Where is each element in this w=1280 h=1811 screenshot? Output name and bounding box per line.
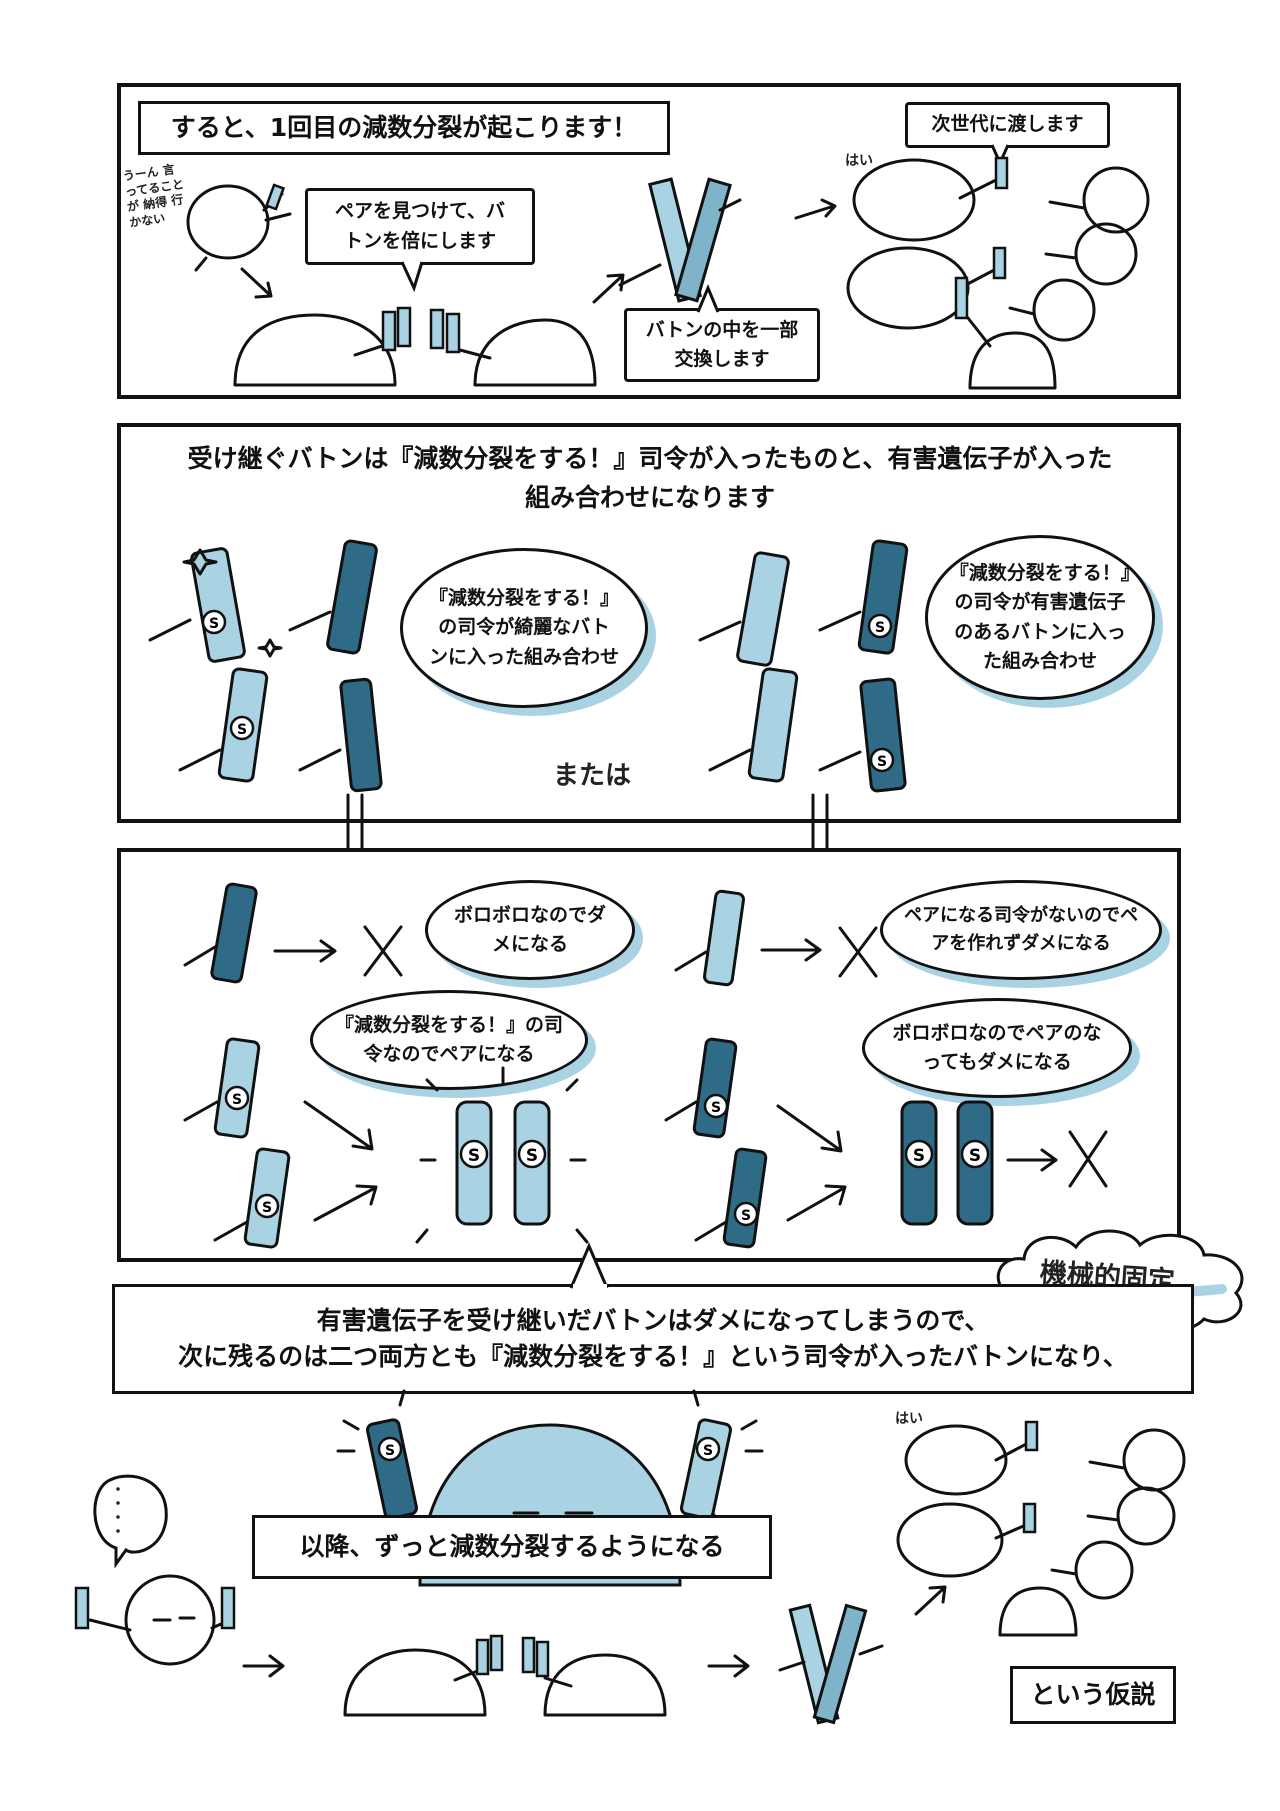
pairing-characters-bottom-icon — [343, 1634, 667, 1717]
exchange-bubble-tail — [696, 284, 720, 313]
thinking-character-icon — [74, 1474, 236, 1666]
svg-text:S: S — [526, 1146, 538, 1166]
dotted-pair-characters-icon — [233, 306, 597, 387]
harmful-baton-bubble: 『減数分裂をする！』の司令が有害遺伝子のあるバトンに入った組み合わせ — [925, 535, 1155, 700]
unpaired-baton-fail-icon — [674, 889, 878, 987]
pair-bubble: ペアを見つけて、バトンを倍にします — [305, 188, 535, 265]
arrow-up-right-icon — [592, 273, 625, 304]
panel2-heading: 受け継ぐバトンは『減数分裂をする！』司令が入ったものと、有害遺伝子が入った組み合… — [187, 444, 1113, 512]
ragged-fail-bubble: ボロボロなのでダメになる — [425, 880, 635, 980]
handover-characters-bottom-icon — [896, 1420, 1186, 1637]
svg-text:S: S — [237, 722, 247, 738]
clean-baton-bubble: 『減数分裂をする！』の司令が綺麗なバトンに入った組み合わせ — [400, 548, 648, 708]
svg-text:S: S — [741, 1208, 751, 1224]
next-gen-bubble: 次世代に渡します — [905, 102, 1110, 148]
caption-tail — [569, 1242, 609, 1292]
hypothesis-label: という仮説 — [1010, 1666, 1176, 1724]
after-meiosis-label: 以降、ずっと減数分裂するようになる — [252, 1515, 772, 1579]
arrow-down-right-icon — [240, 267, 273, 299]
clean-batons-group-icon: S S — [148, 539, 383, 793]
summary-caption: 有害遺伝子を受け継いだバトンはダメになってしまうので、 次に残るのは二つ両方とも… — [112, 1284, 1194, 1394]
handover-characters-icon — [846, 156, 1150, 390]
exchange-bubble: バトンの中を一部交換します — [624, 308, 820, 382]
arrow-right-bottom-1-icon — [242, 1654, 285, 1678]
summary-caption-line2: 次に残るのは二つ両方とも『減数分裂をする！』という司令が入ったバトンになり、 — [178, 1342, 1128, 1371]
hai-note-top: はい — [845, 153, 873, 169]
ragged-baton-fail-icon — [183, 882, 403, 984]
arrow-right-bottom-2-icon — [707, 1654, 750, 1678]
hai-note-bottom: はい — [895, 1411, 923, 1427]
arrow-right-icon — [794, 198, 837, 220]
svg-text:S: S — [877, 754, 887, 770]
svg-text:S: S — [468, 1146, 480, 1166]
panel1-title: すると、1回目の減数分裂が起こります！ — [138, 101, 670, 155]
harmful-batons-group-icon: S S — [698, 539, 909, 793]
summary-caption-line1: 有害遺伝子を受け継いだバトンはダメになってしまうので、 — [316, 1305, 990, 1335]
pair-bubble-tail — [400, 261, 424, 293]
svg-text:S: S — [969, 1146, 981, 1166]
svg-text:S: S — [703, 1443, 713, 1459]
crossing-batons-bottom-icon — [778, 1603, 884, 1725]
pairing-success-bubble: 『減数分裂をする！』の司令なのでペアになる — [310, 990, 588, 1090]
svg-text:S: S — [913, 1146, 925, 1166]
ragged-pair-fail-icon: S S S S — [664, 1037, 1108, 1249]
arrow-up-right-bottom-icon — [914, 1585, 947, 1616]
no-pair-fail-bubble: ペアになる司令がないのでペアを作れずダメになる — [880, 880, 1162, 980]
pairing-success-icon: S S S S — [183, 1037, 589, 1249]
mutter-note: うーん 言ってることが 納得 行かない — [121, 162, 185, 230]
or-label: または — [553, 761, 632, 791]
svg-text:S: S — [232, 1092, 242, 1108]
svg-text:S: S — [385, 1443, 395, 1459]
crossing-batons-icon — [618, 177, 742, 303]
svg-text:S: S — [209, 616, 219, 632]
dotted-character-thinking-icon — [186, 183, 292, 272]
svg-text:S: S — [711, 1100, 721, 1116]
svg-text:S: S — [262, 1200, 272, 1216]
svg-text:S: S — [875, 620, 885, 636]
thought-dots: ・・・・ — [109, 1482, 125, 1538]
ragged-pair-fail-bubble: ボロボロなのでペアのなってもダメになる — [862, 998, 1132, 1098]
